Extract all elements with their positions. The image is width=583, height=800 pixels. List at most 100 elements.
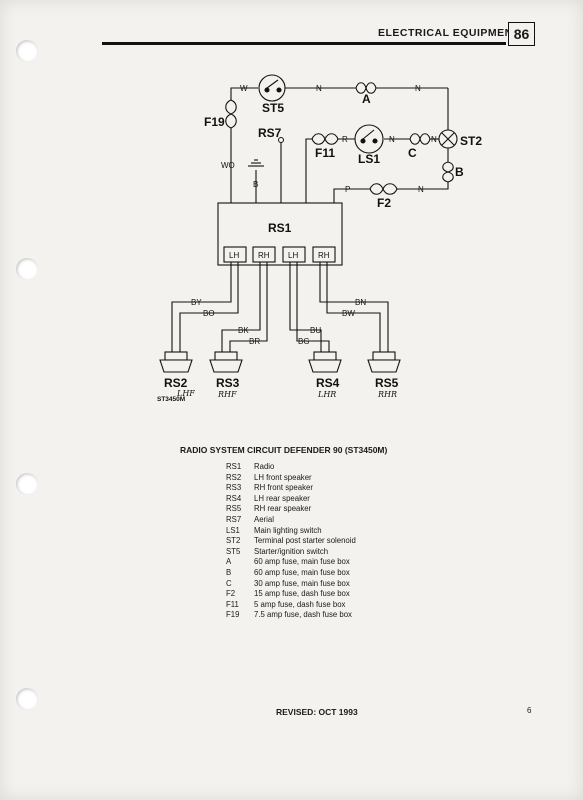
legend-description: Terminal post starter solenoid bbox=[254, 536, 356, 546]
wire-bk bbox=[221, 262, 261, 352]
legend-code: F2 bbox=[226, 589, 236, 599]
st5-switch-icon bbox=[258, 74, 286, 102]
wire-code-br: BR bbox=[249, 337, 260, 346]
legend-code: RS3 bbox=[226, 483, 242, 493]
punch-hole bbox=[16, 40, 38, 62]
legend-description: LH front speaker bbox=[254, 472, 312, 482]
label-f2: F2 bbox=[377, 196, 391, 210]
wire-code-n: N bbox=[415, 84, 421, 93]
speaker-rs5-icon bbox=[367, 351, 401, 373]
legend-code: LS1 bbox=[226, 525, 240, 535]
label-rs5: RS5 bbox=[375, 376, 399, 390]
revision-date: REVISED: OCT 1993 bbox=[276, 707, 358, 717]
punch-hole bbox=[16, 473, 38, 495]
legend-code: A bbox=[226, 557, 232, 567]
fuse-f2-icon bbox=[369, 183, 398, 195]
wire-r-feed bbox=[305, 138, 312, 203]
label-rs7: RS7 bbox=[258, 126, 282, 140]
wire-by bbox=[171, 262, 232, 352]
legend-description: Starter/ignition switch bbox=[254, 546, 329, 556]
handwritten-note: RHR bbox=[377, 390, 397, 399]
wire-br bbox=[229, 262, 268, 352]
legend-code: RS5 bbox=[226, 504, 242, 514]
fuse-f19-icon bbox=[225, 99, 237, 129]
connector-label: LH bbox=[229, 251, 239, 260]
label-fuse-b: B bbox=[455, 165, 464, 179]
connector-label: RH bbox=[258, 251, 270, 260]
wire-code-b: B bbox=[253, 180, 258, 189]
legend-code: B bbox=[226, 567, 232, 577]
wire-p bbox=[333, 188, 370, 203]
circuit-diagram: ST5 ST2 RS7 LS1 F19 F11 F2 A B C RS1 RS2… bbox=[157, 74, 482, 403]
connector-lh bbox=[223, 246, 247, 263]
legend-code: F11 bbox=[226, 599, 239, 609]
wire-code-bu: BU bbox=[310, 326, 321, 335]
wire-bw bbox=[326, 262, 381, 352]
part-number: ST3450M bbox=[157, 396, 185, 403]
radio-box bbox=[217, 202, 343, 266]
legend-code: F19 bbox=[226, 610, 240, 620]
label-rs3: RS3 bbox=[216, 376, 240, 390]
handwritten-note: LHF bbox=[176, 389, 195, 398]
legend-description: LH rear speaker bbox=[254, 493, 310, 503]
wire-code-wo: WO bbox=[221, 161, 235, 170]
fuse-c-icon bbox=[409, 133, 431, 145]
connector-rh bbox=[252, 246, 276, 263]
connector-rh bbox=[312, 246, 336, 263]
wire-code-bn: BN bbox=[355, 298, 366, 307]
legend-code: C bbox=[226, 578, 232, 588]
wire-code-n: N bbox=[389, 135, 395, 144]
label-ls1: LS1 bbox=[358, 152, 380, 166]
aerial-icon bbox=[278, 137, 284, 143]
label-st2: ST2 bbox=[460, 134, 482, 148]
speaker-rs3-icon bbox=[209, 351, 243, 373]
wire-code-n: N bbox=[431, 135, 437, 144]
wire-bg bbox=[296, 262, 330, 352]
wire-code-bk: BK bbox=[238, 326, 249, 335]
wire-code-n: N bbox=[418, 185, 424, 194]
legend-row: RS2 LH front speaker bbox=[226, 473, 356, 484]
legend-row: RS7 Aerial bbox=[226, 515, 356, 526]
legend-description: Aerial bbox=[254, 514, 274, 524]
label-f11: F11 bbox=[315, 146, 335, 160]
wire-code-n: N bbox=[316, 84, 322, 93]
wire-code-r: R bbox=[342, 135, 348, 144]
connector-label: LH bbox=[288, 251, 298, 260]
wire-n bbox=[397, 182, 449, 190]
diagram-caption: RADIO SYSTEM CIRCUIT DEFENDER 90 (ST3450… bbox=[180, 445, 388, 455]
label-rs1: RS1 bbox=[268, 221, 292, 235]
handwritten-note: LHR bbox=[317, 390, 336, 399]
legend-code: ST2 bbox=[226, 536, 241, 546]
legend-row: F19 7.5 amp fuse, dash fuse box bbox=[226, 610, 356, 621]
wire-w bbox=[230, 87, 258, 100]
section-number: 86 bbox=[508, 22, 535, 46]
legend-code: RS1 bbox=[226, 462, 242, 471]
wire-bn bbox=[319, 262, 389, 352]
header-title: ELECTRICAL EQUIPMENT bbox=[378, 27, 520, 39]
legend-description: RH rear speaker bbox=[254, 504, 312, 514]
handwritten-note: RHF bbox=[217, 390, 237, 399]
label-rs2: RS2 bbox=[164, 376, 188, 390]
fuse-f11-icon bbox=[311, 133, 339, 145]
speaker-rs4-icon bbox=[308, 351, 342, 373]
wire-code-by: BY bbox=[191, 298, 202, 307]
wire-code-w: W bbox=[240, 84, 248, 93]
legend-row: RS5 RH rear speaker bbox=[226, 504, 356, 515]
legend-description: 30 amp fuse, main fuse box bbox=[254, 578, 350, 588]
legend-description: 7.5 amp fuse, dash fuse box bbox=[254, 610, 352, 620]
label-rs4: RS4 bbox=[316, 376, 340, 390]
wire-code-p: P bbox=[345, 185, 350, 194]
legend-code: RS7 bbox=[226, 514, 242, 524]
legend-code: RS2 bbox=[226, 472, 242, 482]
legend-row: C 30 amp fuse, main fuse box bbox=[226, 579, 356, 590]
